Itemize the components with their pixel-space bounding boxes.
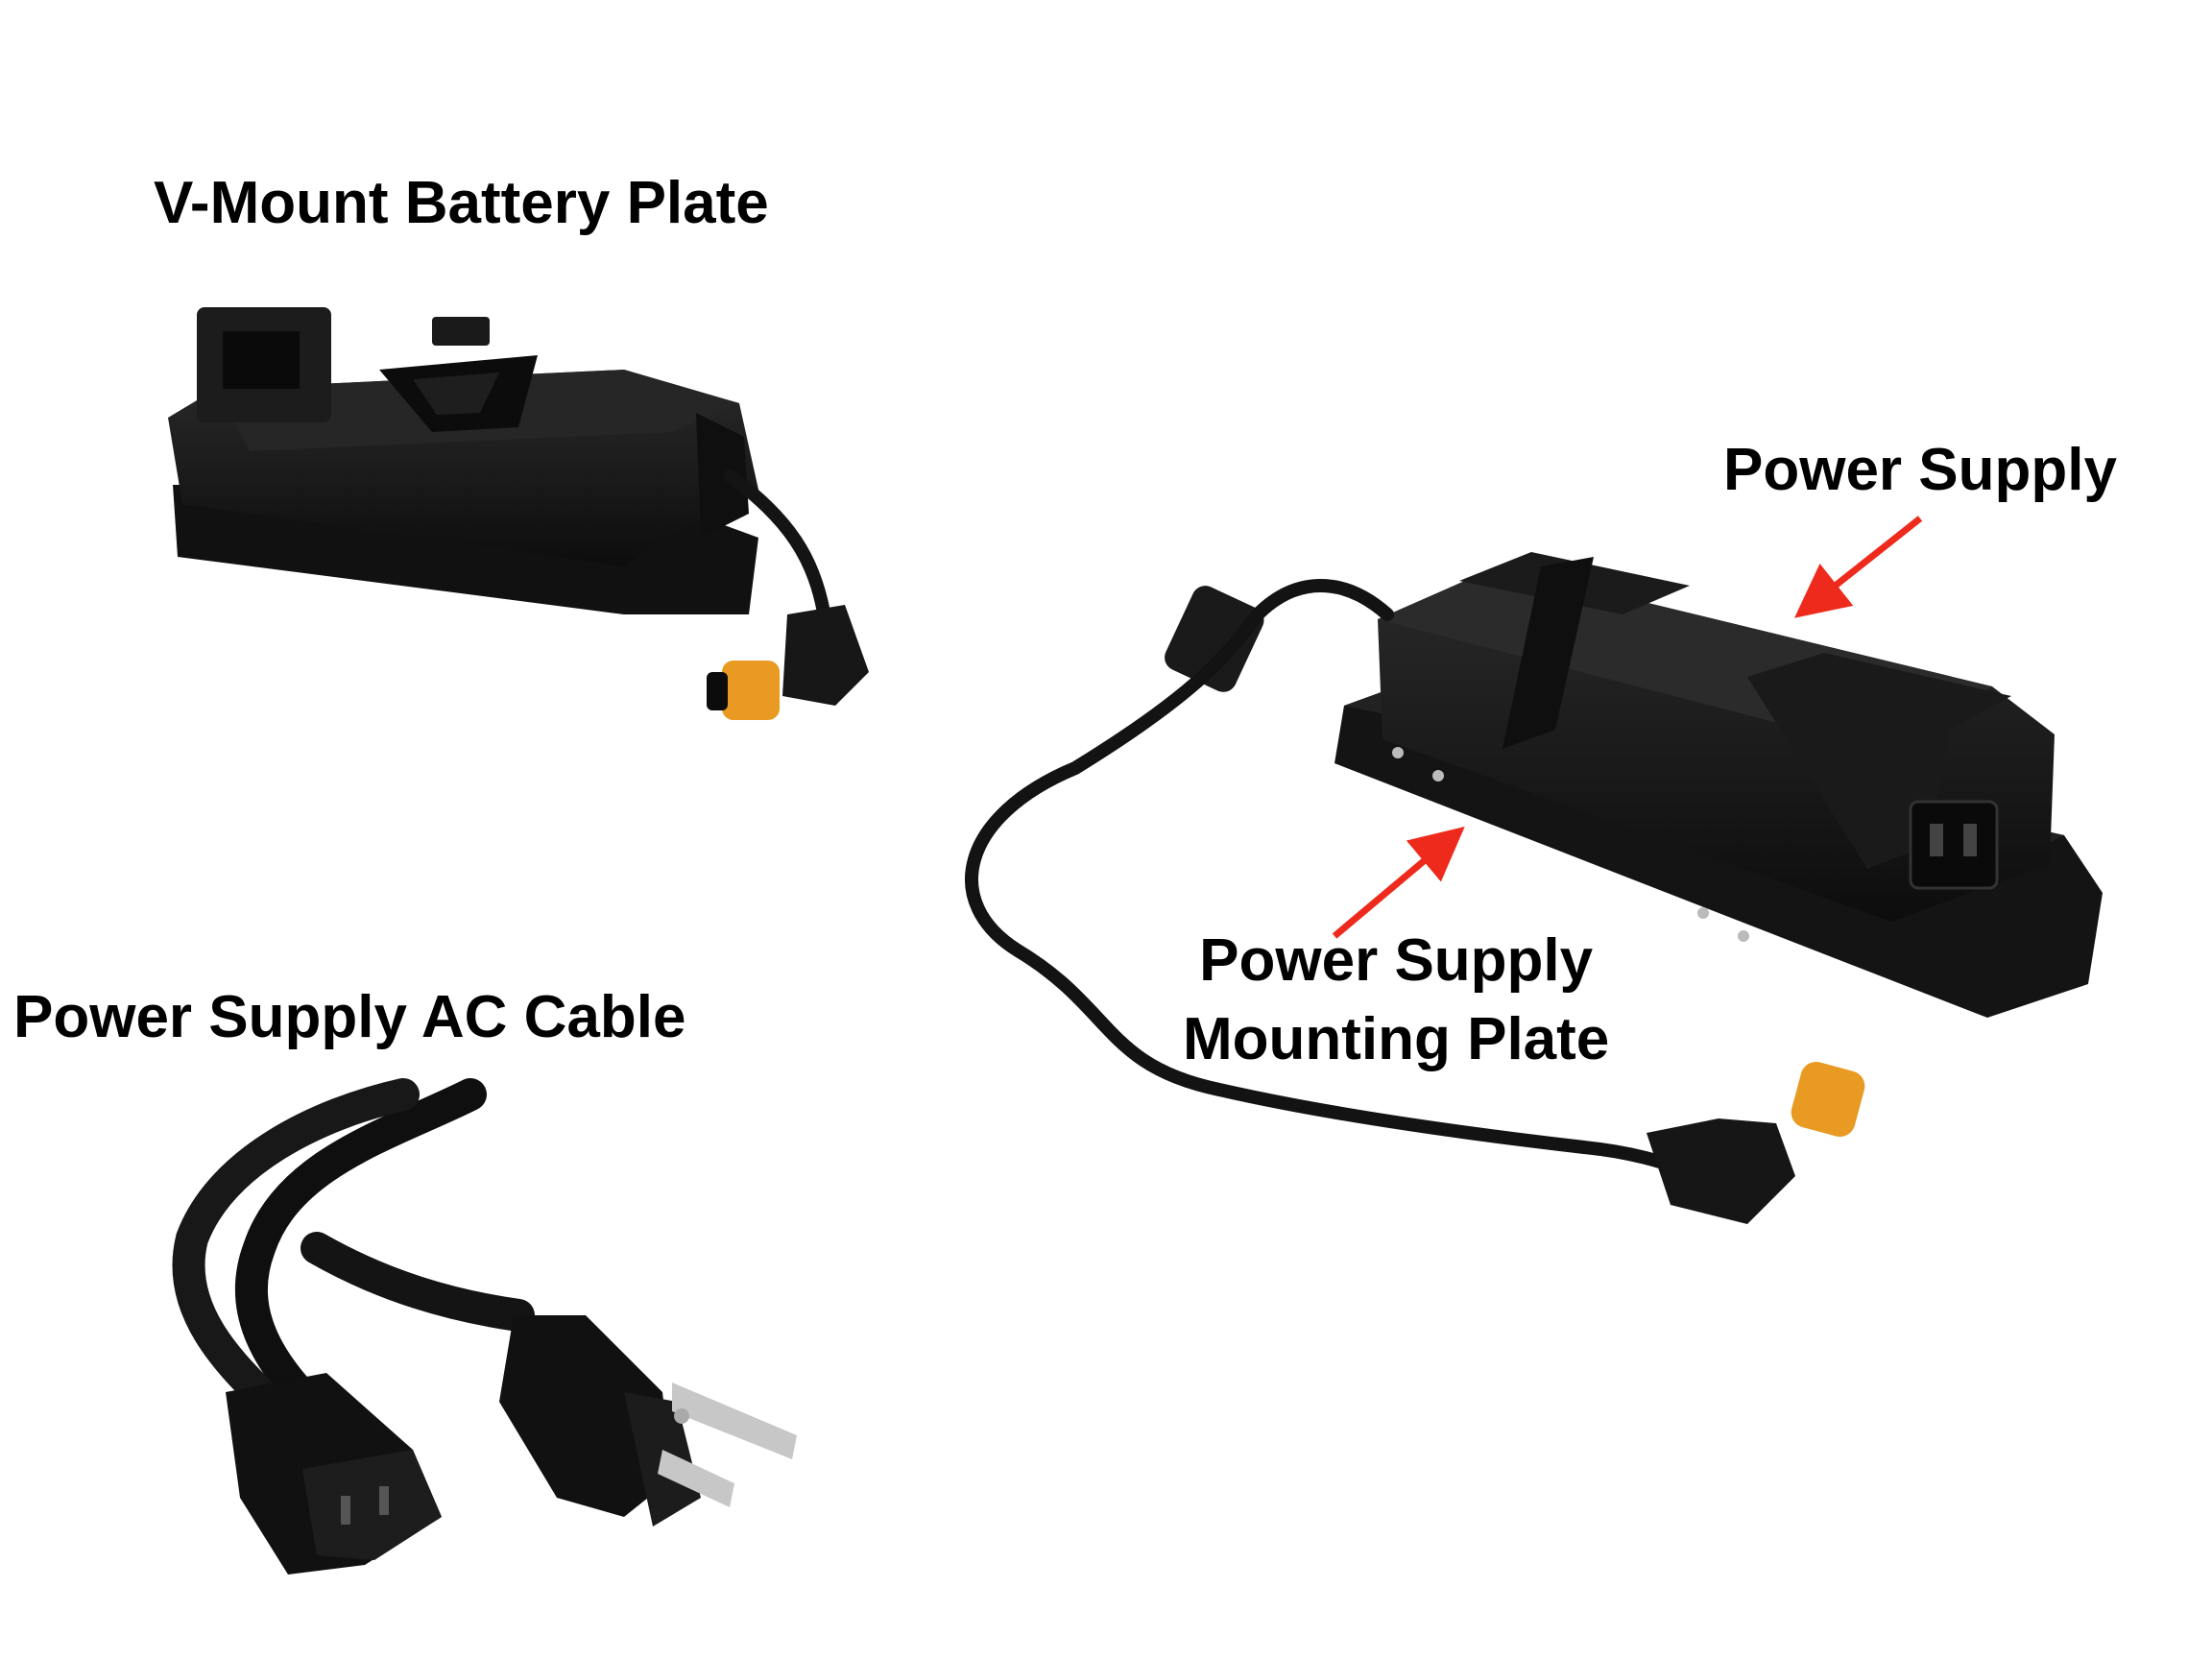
vmount-battery-plate-label: V-Mount Battery Plate: [154, 170, 769, 236]
mounting-plate-arrow: [1332, 826, 1465, 939]
power-supply-image: [965, 552, 2103, 1224]
mounting-plate-label-line2: Mounting Plate: [1183, 1005, 1610, 1072]
ac-cable-image: [172, 1078, 797, 1575]
ac-cable-label: Power Supply AC Cable: [13, 984, 686, 1050]
power-supply-arrow: [1794, 516, 1923, 618]
vmount-battery-plate-image: [168, 307, 869, 720]
mounting-plate-label: Power Supply Mounting Plate: [1183, 922, 1609, 1079]
power-supply-label: Power Supply: [1723, 437, 2117, 503]
mounting-plate-label-line1: Power Supply: [1199, 927, 1594, 994]
